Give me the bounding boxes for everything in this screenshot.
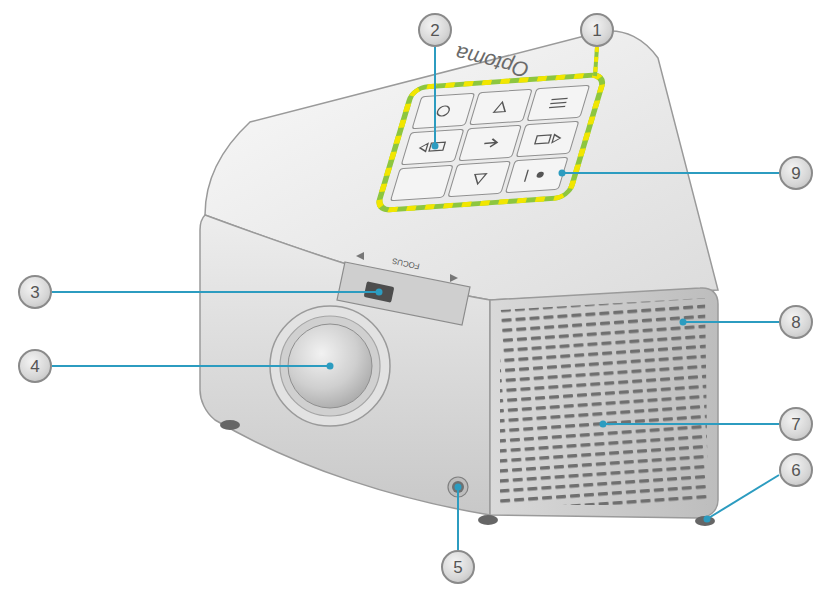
callout-text: 7: [791, 416, 800, 433]
callout-number: 7: [779, 407, 813, 441]
left-icon: [419, 142, 446, 152]
callout-text: 8: [791, 314, 800, 331]
leader-line: [52, 291, 379, 293]
foot: [695, 516, 715, 526]
callout-number: 6: [779, 453, 813, 487]
callout-number: 2: [418, 13, 452, 47]
side-face: [490, 288, 718, 518]
leader-dot: [600, 421, 607, 428]
keypad-button: [448, 161, 511, 197]
foot: [478, 515, 498, 525]
leader-dot: [327, 363, 334, 370]
callout-text: 9: [791, 165, 800, 182]
focus-arrow: [356, 252, 364, 260]
callout-number: 4: [18, 349, 52, 383]
keypad-button: [527, 85, 590, 121]
keypad-button: [391, 165, 454, 201]
callout-number: 5: [441, 550, 475, 584]
up-icon: [494, 102, 509, 113]
air-vents: [500, 298, 708, 505]
right-icon: [535, 134, 562, 144]
leader-line: [457, 487, 459, 550]
leader-line: [52, 365, 330, 367]
callout-number: 8: [779, 305, 813, 339]
menu-icon: [549, 98, 568, 107]
leader-dot: [432, 143, 439, 150]
keypad-button: [470, 89, 532, 125]
leader-line: [603, 423, 779, 425]
leader-line-highlight: [595, 47, 597, 76]
leader-line: [562, 172, 779, 174]
led-icon: [536, 172, 545, 178]
keypad-highlight: [376, 74, 605, 210]
focus-arrow: [450, 274, 458, 282]
keypad-button: [412, 93, 475, 129]
leader-line: [434, 47, 436, 146]
keypad-button: [506, 157, 569, 193]
callout-text: 3: [30, 284, 39, 301]
power-icon: [436, 106, 451, 117]
keypad: [376, 74, 605, 210]
foot: [220, 420, 240, 430]
leader-line: [707, 475, 779, 519]
keypad-highlight: [376, 74, 605, 210]
leader-dot: [559, 170, 566, 177]
callout-text: 5: [453, 559, 462, 576]
callout-number: 9: [779, 156, 813, 190]
callout-text: 2: [430, 22, 439, 39]
leader-line-highlight: [595, 47, 597, 76]
callout-number: 3: [18, 275, 52, 309]
leader-lines: [52, 47, 779, 550]
led-icon: [525, 170, 529, 182]
leader-dot: [455, 484, 462, 491]
leader-dot: [680, 319, 687, 326]
callout-text: 6: [791, 462, 800, 479]
callout-text: 1: [592, 22, 601, 39]
keypad-button: [516, 121, 579, 157]
leader-line: [683, 321, 779, 323]
leader-dot: [376, 289, 383, 296]
keypad-button: [459, 125, 522, 161]
callout-text: 4: [30, 358, 39, 375]
callout-number: 1: [580, 13, 614, 47]
keypad-button: [401, 129, 464, 165]
enter-icon: [483, 139, 498, 148]
down-icon: [472, 174, 487, 185]
leader-dots: [327, 143, 711, 523]
leader-dot: [704, 516, 711, 523]
